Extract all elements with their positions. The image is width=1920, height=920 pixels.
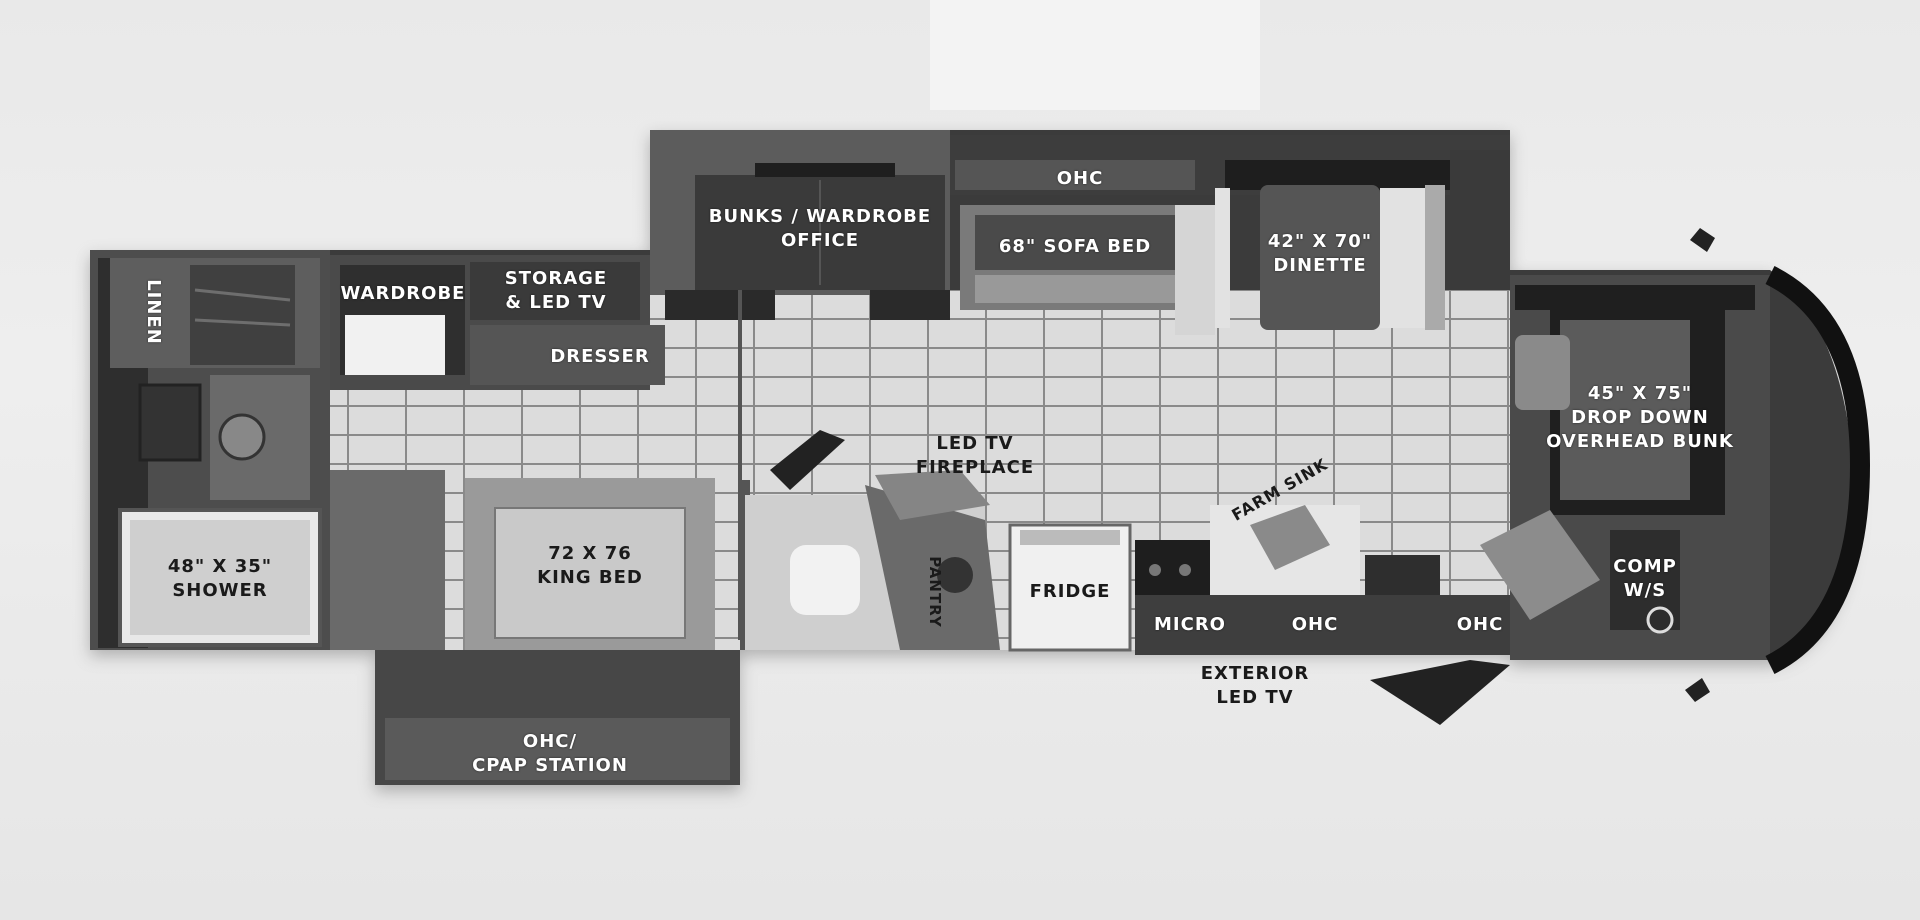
exterior-led-tv-label: EXTERIOR LED TV (1200, 663, 1310, 708)
dinette-table (1260, 185, 1380, 330)
shower-label: 48" X 35" SHOWER (167, 556, 273, 601)
dresser-label: DRESSER (550, 346, 650, 367)
ohc-right-label: OHC (1456, 614, 1504, 635)
sink-icon (218, 413, 266, 461)
exterior-tv (1370, 660, 1510, 725)
pantry-label: PANTRY (926, 556, 944, 628)
ohc-lower (1135, 595, 1520, 655)
ohc-cpap-label: OHC/ CPAP STATION (472, 731, 628, 776)
sofa-bed-label: 68" SOFA BED (998, 236, 1152, 257)
storage-led-tv-label: STORAGE & LED TV (504, 268, 608, 313)
dinette-label: 42" X 70" DINETTE (1267, 231, 1373, 276)
toilet-icon (790, 545, 860, 615)
bunks-office-label: BUNKS / WARDROBE OFFICE (708, 206, 932, 251)
ohc-mid-label: OHC (1291, 614, 1339, 635)
dresser (470, 325, 665, 385)
pantry-cabinet (865, 485, 1000, 650)
linen-label: LINEN (143, 279, 164, 345)
mirror-left (1690, 228, 1715, 252)
burner-icon (937, 557, 973, 593)
mirror-icon (138, 383, 202, 462)
chair-icon (1480, 510, 1600, 620)
wardrobe-label: WARDROBE (340, 283, 466, 304)
paper-sticker (930, 0, 1260, 110)
farm-sink (1250, 505, 1330, 570)
cooktop (1135, 540, 1210, 595)
overhead-bunk-label: 45" X 75" DROP DOWN OVERHEAD BUNK (1546, 383, 1734, 452)
ohc-top-label: OHC (1056, 168, 1104, 189)
mirror-right (1685, 678, 1710, 702)
storage-cabinet (470, 262, 640, 320)
fridge (1008, 523, 1132, 652)
led-tv-fireplace-label: LED TV FIREPLACE (915, 433, 1035, 478)
steering-wheel-icon (1646, 606, 1674, 634)
windshield (1765, 266, 1871, 674)
led-tv (770, 430, 845, 490)
fridge-label: FRIDGE (1029, 581, 1111, 602)
micro-label: MICRO (1154, 614, 1226, 635)
wardrobe-paper (345, 315, 445, 375)
king-bed-label: 72 X 76 KING BED (537, 543, 643, 588)
comp-ws-label: COMP W/S (1613, 556, 1677, 601)
